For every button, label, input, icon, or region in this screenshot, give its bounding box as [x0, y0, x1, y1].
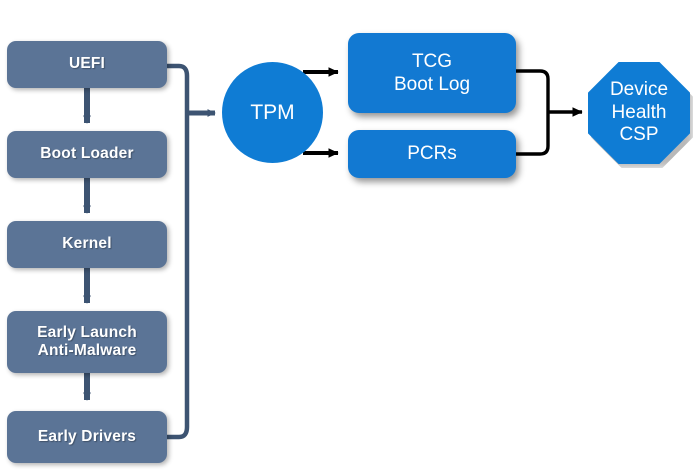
node-device-health-csp[interactable]: Device Health CSP [588, 62, 690, 164]
node-boot-loader[interactable]: Boot Loader [7, 131, 167, 178]
node-device-health-csp-label: Device Health CSP [609, 78, 669, 146]
node-early-drivers[interactable]: Early Drivers [7, 411, 167, 463]
node-early-launch-anti-malware-label: Early Launch Anti-Malware [37, 323, 137, 359]
node-tpm-label: TPM [250, 100, 295, 124]
node-pcrs-label: PCRs [407, 143, 457, 165]
node-tcg-boot-log-label: TCG Boot Log [393, 50, 471, 95]
node-kernel[interactable]: Kernel [7, 221, 167, 268]
node-tcg-boot-log[interactable]: TCG Boot Log [348, 33, 516, 113]
node-uefi-label: UEFI [68, 55, 106, 73]
node-early-launch-anti-malware[interactable]: Early Launch Anti-Malware [7, 311, 167, 373]
node-early-drivers-label: Early Drivers [37, 427, 137, 445]
node-boot-loader-label: Boot Loader [40, 145, 134, 163]
node-tpm[interactable]: TPM [222, 62, 323, 163]
node-uefi[interactable]: UEFI [7, 41, 167, 88]
node-kernel-label: Kernel [62, 235, 112, 253]
node-pcrs[interactable]: PCRs [348, 130, 516, 178]
measurement-bracket [514, 69, 550, 156]
boot-stage-bracket [163, 63, 190, 440]
